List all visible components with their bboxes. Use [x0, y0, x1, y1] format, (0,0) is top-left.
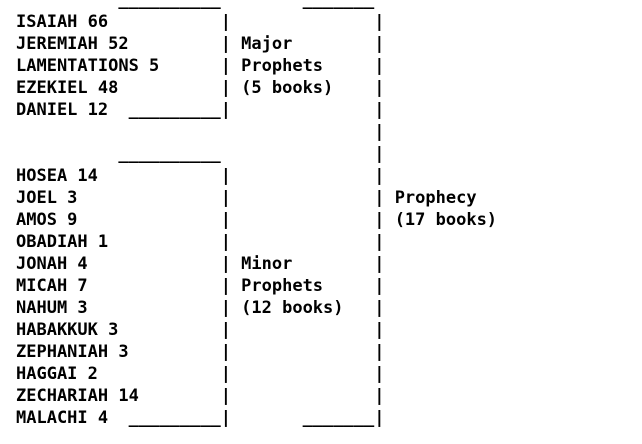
diagram-line: HOSEA 14 | | [16, 166, 385, 186]
diagram-line: DANIEL 12 _________| | [16, 100, 385, 120]
diagram-line: __________ _______ [16, 0, 375, 10]
diagram-line: MICAH 7 | Prophets | [16, 276, 385, 296]
diagram-line: __________ | [16, 144, 385, 164]
diagram-line: JEREMIAH 52 | Major | [16, 34, 385, 54]
diagram-line: HABAKKUK 3 | | [16, 320, 385, 340]
diagram-line: | [16, 122, 385, 142]
prophets-bracket-diagram: __________ _______ ISAIAH 66 | | JEREMIA… [16, 0, 497, 429]
diagram-line: LAMENTATIONS 5 | Prophets | [16, 56, 385, 76]
diagram-line: ZECHARIAH 14 | | [16, 386, 385, 406]
diagram-line: ISAIAH 66 | | [16, 12, 385, 32]
diagram-line: JONAH 4 | Minor | [16, 254, 385, 274]
diagram-line: HAGGAI 2 | | [16, 364, 385, 384]
diagram-line: MALACHI 4 _________| _______| [16, 408, 385, 428]
diagram-line: NAHUM 3 | (12 books) | [16, 298, 385, 318]
diagram-line: AMOS 9 | | (17 books) [16, 210, 498, 230]
diagram-line: OBADIAH 1 | | [16, 232, 385, 252]
diagram-line: EZEKIEL 48 | (5 books) | [16, 78, 385, 98]
diagram-line: ZEPHANIAH 3 | | [16, 342, 385, 362]
diagram-line: JOEL 3 | | Prophecy [16, 188, 477, 208]
